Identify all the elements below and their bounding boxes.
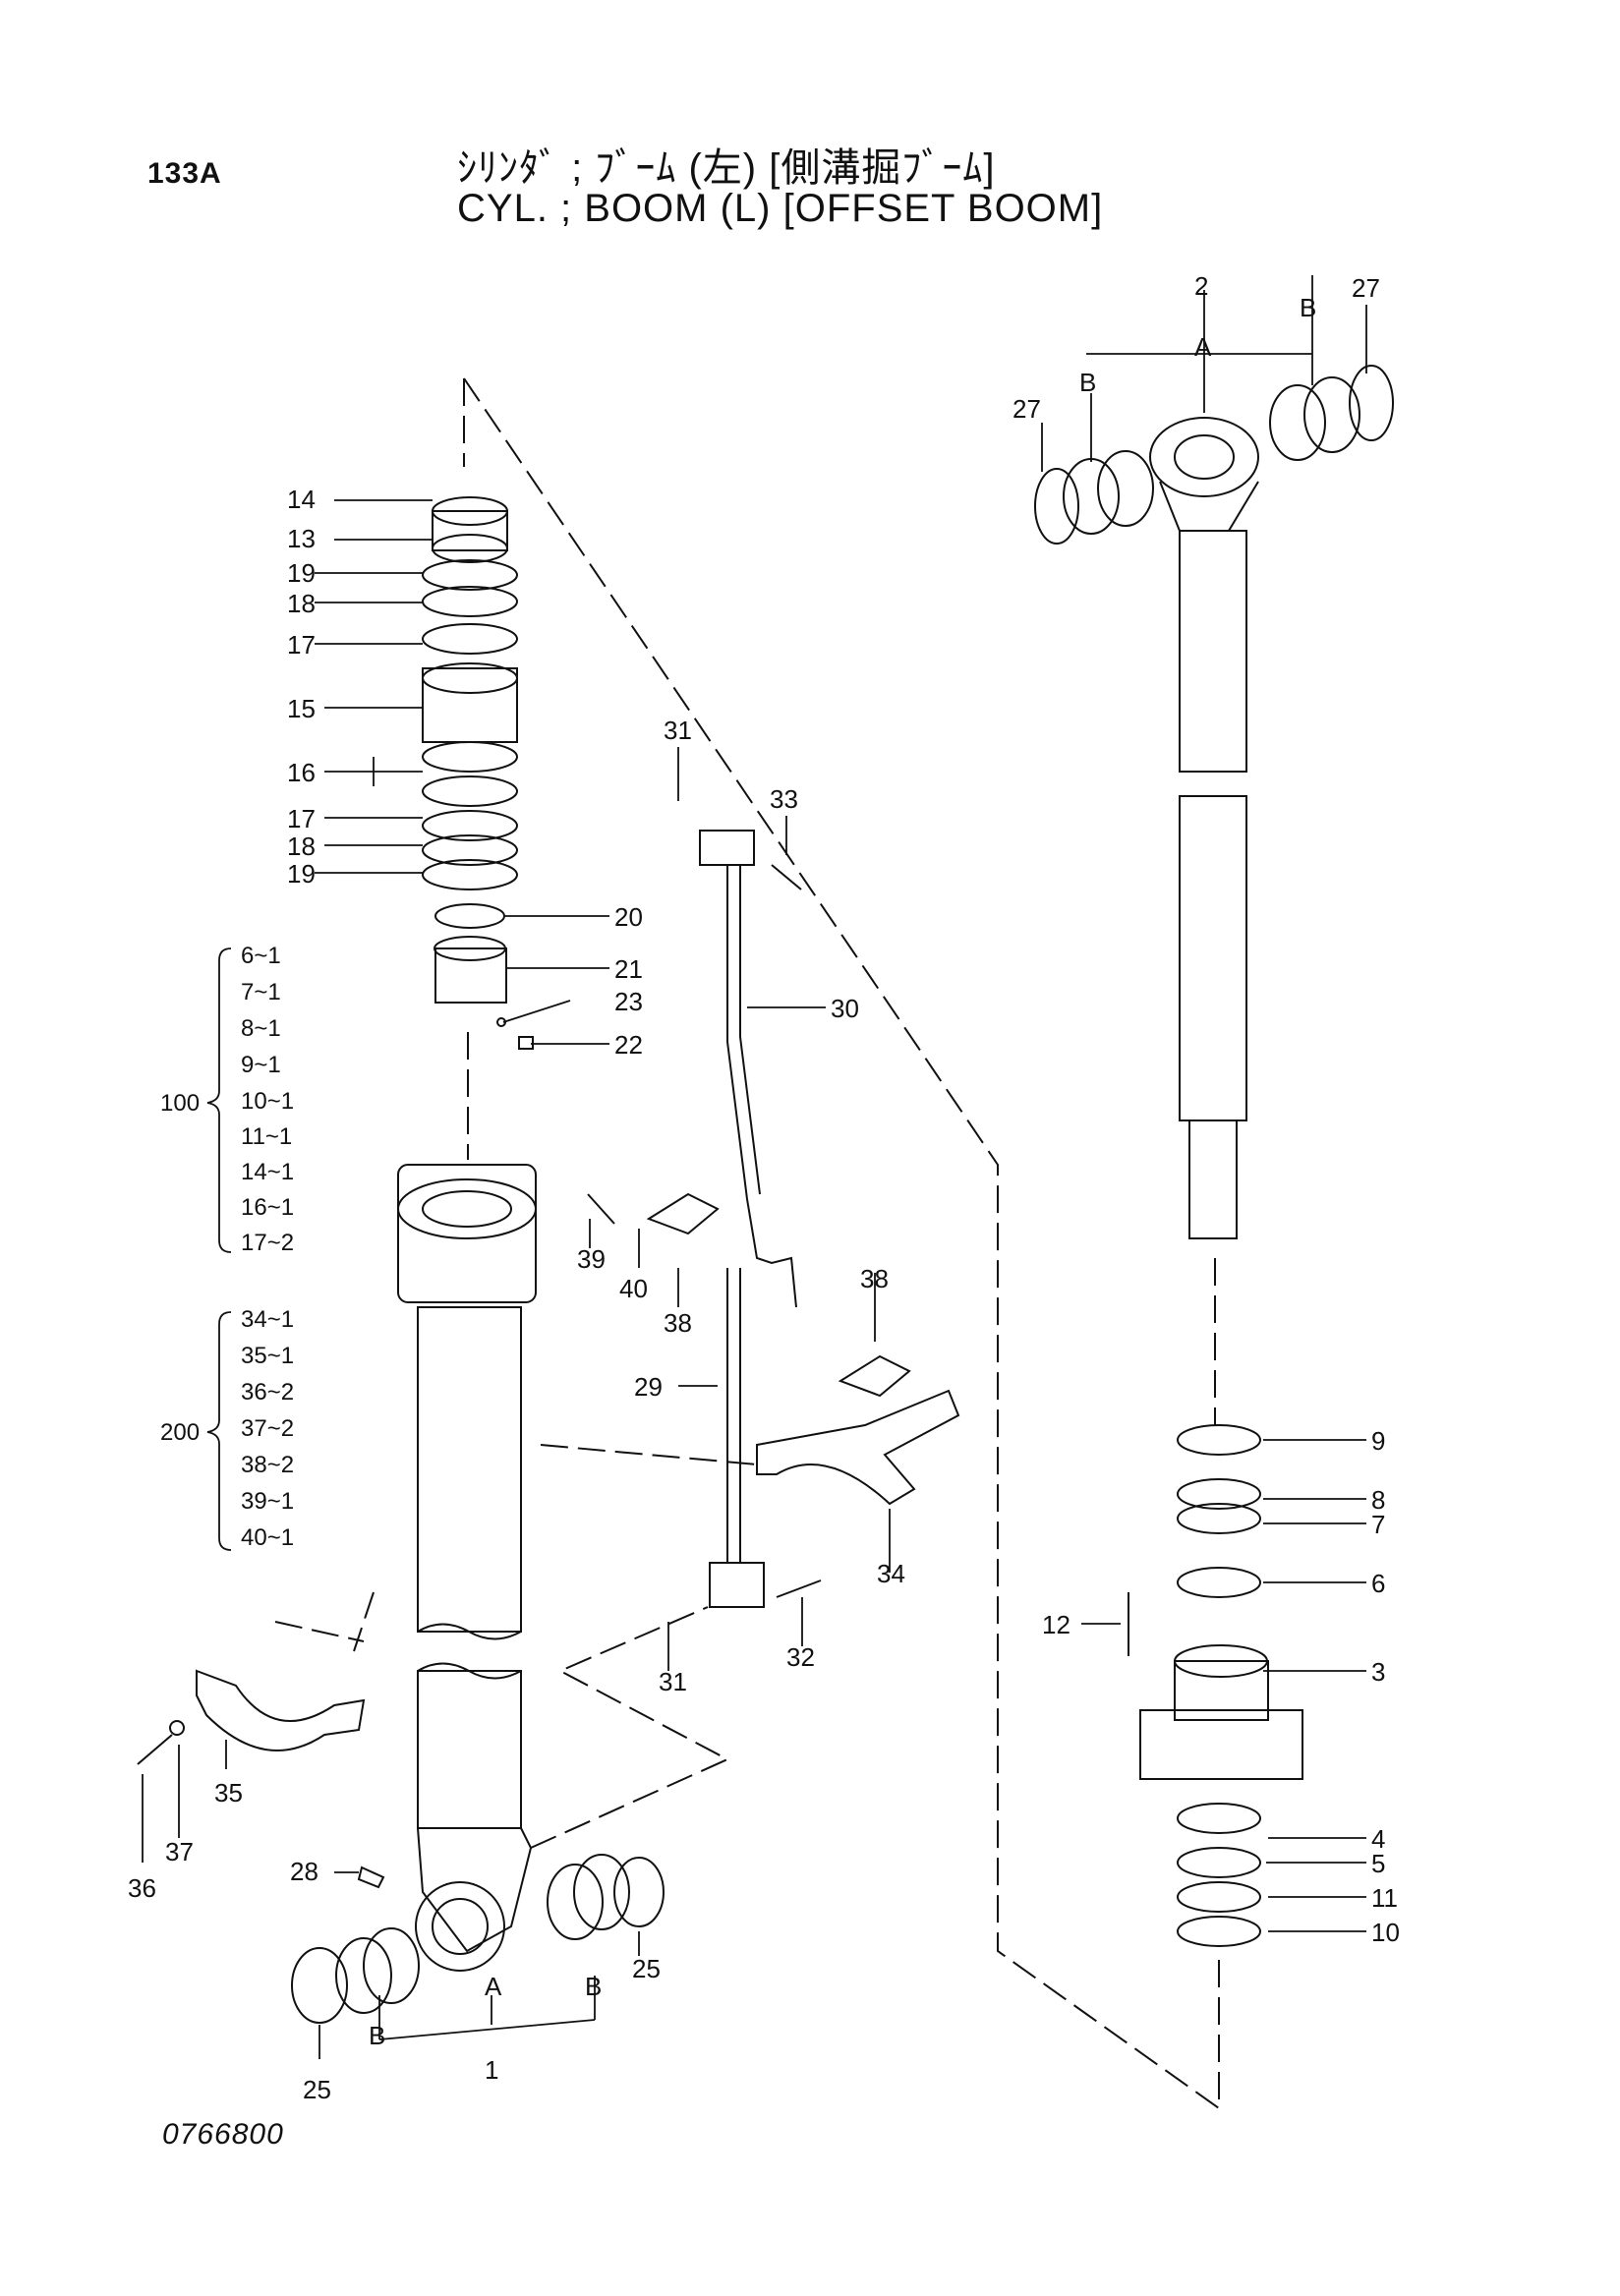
callout-7: 7	[1371, 1510, 1385, 1539]
title-english: CYL. ; BOOM (L) [OFFSET BOOM]	[457, 187, 1104, 230]
callout-34: 34	[877, 1559, 905, 1588]
callout-21: 21	[614, 954, 643, 984]
callout-17-lower: 17	[287, 804, 316, 833]
pipe-30	[699, 830, 797, 1308]
callout-B-right: B	[585, 1972, 602, 2001]
title-japanese: ｼﾘﾝﾀﾞ ; ﾌﾞｰﾑ (左) [側溝掘ﾌﾞｰﾑ]	[457, 146, 996, 190]
callout-31-top: 31	[664, 716, 692, 745]
callout-9: 9	[1371, 1426, 1385, 1456]
callout-22: 22	[614, 1030, 643, 1060]
callout-39: 39	[577, 1244, 606, 1274]
callout-B-rod-left: B	[1079, 368, 1096, 397]
callout-27-left: 27	[1012, 394, 1041, 424]
callout-32: 32	[786, 1642, 815, 1672]
callout-A-right: A	[1194, 332, 1212, 362]
clamp-35	[196, 1669, 366, 1751]
kit-100-item: 11~1	[241, 1123, 292, 1150]
callout-38-left: 38	[664, 1308, 692, 1338]
grease-nipple-28	[357, 1866, 385, 1889]
callout-6: 6	[1371, 1569, 1385, 1598]
callout-4: 4	[1371, 1824, 1385, 1854]
leader-lines	[142, 275, 1367, 2059]
callout-19: 19	[287, 558, 316, 588]
callout-29: 29	[634, 1372, 663, 1402]
kit-200-item: 39~1	[241, 1488, 294, 1515]
callout-labels: 14 13 19 18 17 15 16 17 18 19 20 21 23 2…	[128, 271, 1400, 2104]
kit-200-item: 40~1	[241, 1524, 294, 1551]
dash-routing-main	[463, 377, 1220, 2110]
callout-8: 8	[1371, 1485, 1385, 1515]
callout-B-left: B	[369, 2021, 385, 2050]
kit-100-item: 9~1	[241, 1052, 281, 1078]
drawing-number: 0766800	[162, 2118, 284, 2151]
kit-100-item: 6~1	[241, 943, 281, 969]
callout-1: 1	[485, 2055, 498, 2085]
callout-3: 3	[1371, 1657, 1385, 1687]
washer-37	[169, 1720, 185, 1736]
callout-27-right: 27	[1352, 273, 1380, 303]
callout-2: 2	[1194, 271, 1208, 301]
callout-33: 33	[770, 784, 798, 814]
callout-25-right: 25	[632, 1954, 661, 1983]
callout-12: 12	[1042, 1610, 1070, 1639]
kit-200-item: 35~1	[241, 1343, 294, 1369]
callout-20: 20	[614, 902, 643, 932]
kit-200-list: 200 34~1 35~1 36~2 37~2 38~2 39~1 40~1	[160, 1306, 294, 1551]
centerline-left	[463, 378, 469, 1160]
callout-35: 35	[214, 1778, 243, 1808]
callout-23: 23	[614, 987, 643, 1016]
rod-end-bushings	[1034, 365, 1394, 545]
callout-14: 14	[287, 485, 316, 514]
kit-200-item: 37~2	[241, 1415, 294, 1442]
page-number: 133A	[147, 157, 222, 190]
clamp-38-lower	[838, 1354, 911, 1398]
callout-A-left: A	[485, 1972, 502, 2001]
kit-200-item: 34~1	[241, 1306, 294, 1333]
piston-stack	[1139, 1424, 1303, 1947]
callout-B-rod-right: B	[1300, 293, 1316, 322]
callout-10: 10	[1371, 1918, 1400, 1947]
dash-routing-clamp	[274, 1444, 758, 1849]
clamp-38-upper	[646, 1192, 720, 1235]
kit-100-item: 7~1	[241, 979, 281, 1005]
bolt-33	[771, 864, 802, 890]
cylinder-tube	[397, 1164, 537, 1972]
kit-100-item: 8~1	[241, 1015, 281, 1042]
callout-15: 15	[287, 694, 316, 723]
bolt-32	[776, 1579, 822, 1598]
callout-36: 36	[128, 1873, 156, 1903]
callout-5: 5	[1371, 1849, 1385, 1878]
callout-17: 17	[287, 630, 316, 660]
callout-30: 30	[831, 994, 859, 1023]
kit-100-item: 10~1	[241, 1088, 294, 1115]
bolt-39	[587, 1193, 615, 1225]
kit-100-item: 17~2	[241, 1230, 294, 1256]
kit-100-list: 100 6~1 7~1 8~1 9~1 10~1 11~1 14~1 16~1 …	[160, 943, 294, 1256]
callout-18: 18	[287, 589, 316, 618]
callout-16: 16	[287, 758, 316, 787]
piston-rod	[1149, 417, 1259, 1239]
callout-31-bottom: 31	[659, 1667, 687, 1696]
callout-37: 37	[165, 1837, 194, 1866]
callout-38-right: 38	[860, 1264, 889, 1293]
bolt-36	[137, 1734, 173, 1765]
kit-200-item: 36~2	[241, 1379, 294, 1406]
kit-100-label: 100	[160, 1090, 200, 1117]
bracket-34	[756, 1389, 960, 1506]
left-clevis-bushings	[291, 1854, 665, 2024]
pipe-29	[709, 1268, 765, 1608]
rod-cover-stack	[422, 496, 534, 1050]
callout-19-lower: 19	[287, 859, 316, 889]
kit-200-label: 200	[160, 1419, 200, 1446]
callout-40: 40	[619, 1274, 648, 1303]
callout-18-lower: 18	[287, 832, 316, 861]
callout-25-left: 25	[303, 2075, 331, 2104]
callout-28: 28	[290, 1857, 318, 1886]
callout-11: 11	[1371, 1883, 1398, 1913]
kit-100-item: 16~1	[241, 1194, 294, 1221]
callout-13: 13	[287, 524, 316, 553]
kit-100-item: 14~1	[241, 1159, 294, 1185]
kit-200-item: 38~2	[241, 1452, 294, 1478]
